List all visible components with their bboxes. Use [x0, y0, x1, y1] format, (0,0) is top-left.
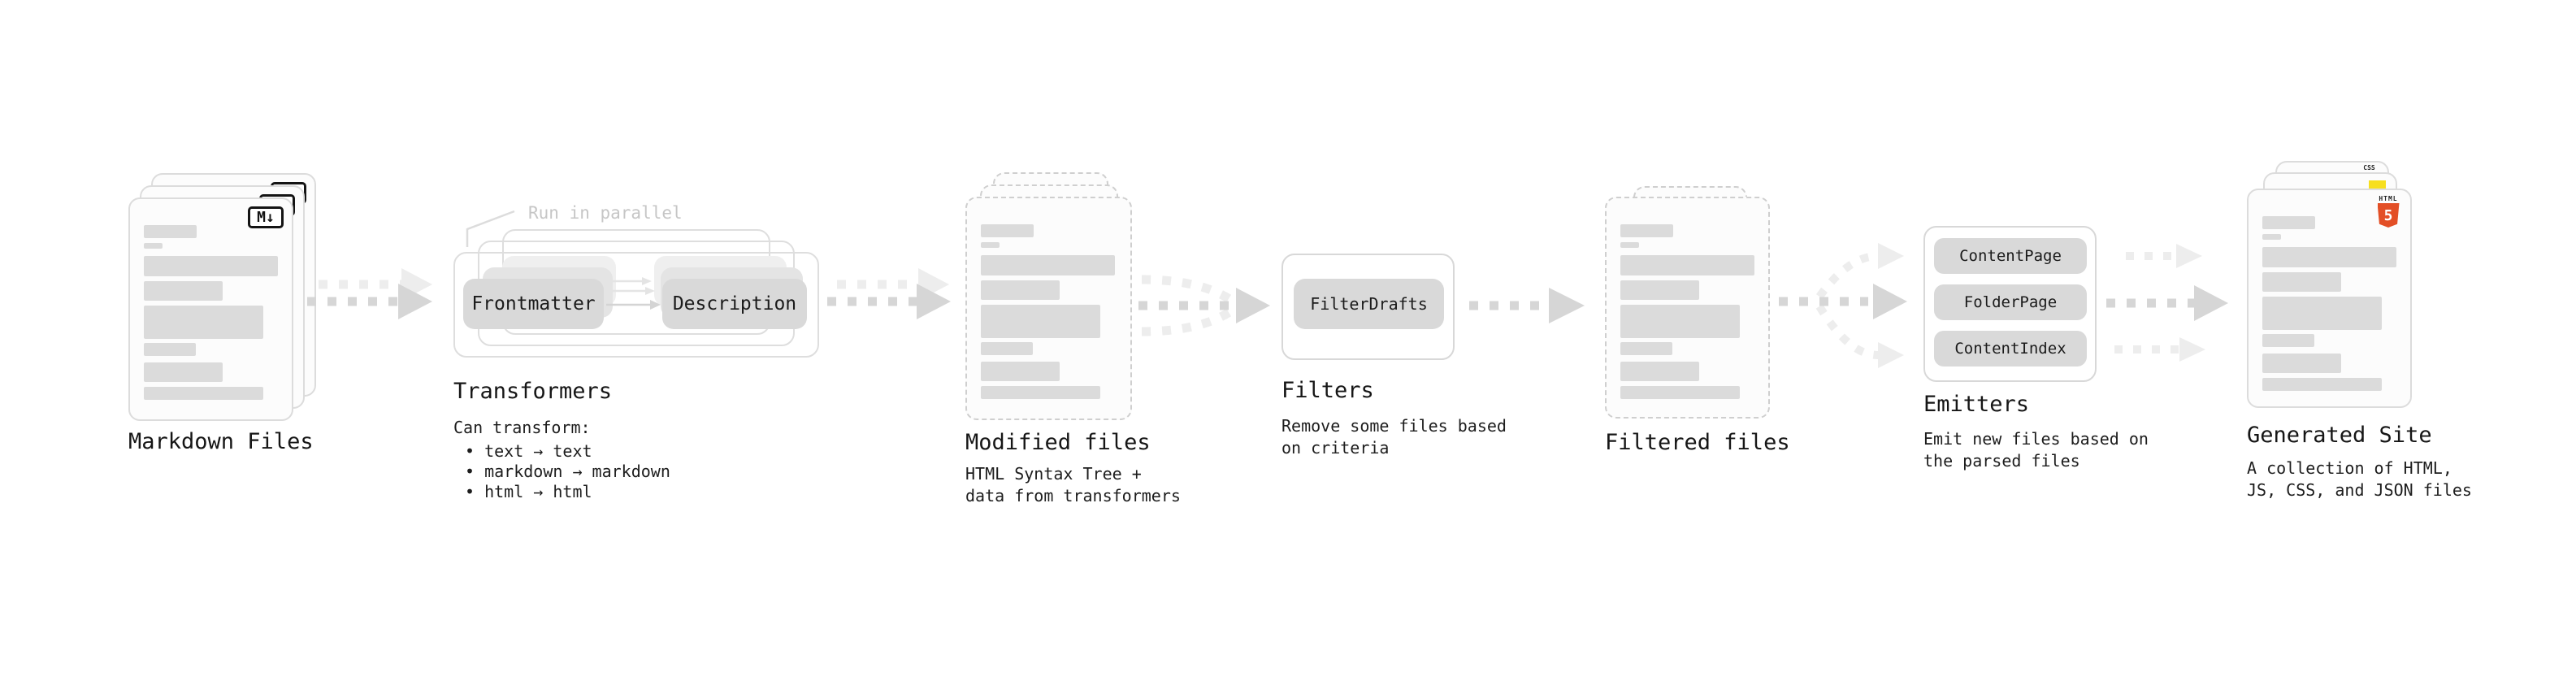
flow-arrow-filtered-to-emitters	[1779, 243, 1907, 368]
stage-label-transformers: Transformers	[453, 379, 613, 404]
text-line-placeholder	[2262, 354, 2341, 373]
text-line-placeholder	[144, 387, 263, 400]
modified-file-card-front	[965, 197, 1132, 420]
text-line-placeholder	[144, 281, 223, 301]
text-line-placeholder	[144, 362, 223, 382]
stage-label-markdown-files: Markdown Files	[128, 429, 314, 454]
generated-site-desc: A collection of HTML, JS, CSS, and JSON …	[2247, 458, 2472, 500]
text-line-placeholder	[1620, 362, 1699, 381]
text-line-placeholder	[1620, 255, 1754, 275]
markdown-icon: M↓	[248, 206, 284, 228]
emitter-pill-contentpage: ContentPage	[1934, 238, 2087, 274]
modified-files-desc: HTML Syntax Tree + data from transformer…	[965, 464, 1181, 505]
text-line-placeholder	[981, 362, 1060, 381]
text-line-placeholder	[144, 306, 263, 339]
js-icon	[2369, 180, 2386, 191]
stage-label-filtered-files: Filtered files	[1605, 430, 1790, 455]
flow-arrow-filters-to-filtered	[1469, 288, 1585, 323]
text-line-placeholder	[981, 255, 1115, 275]
text-line-placeholder	[2262, 297, 2382, 330]
transform-capability-item: • markdown → markdown	[465, 462, 670, 481]
transformer-pill-frontmatter: Frontmatter	[463, 279, 604, 329]
run-in-parallel-note: Run in parallel	[528, 203, 683, 223]
html5-icon-text: HTML	[2379, 195, 2398, 202]
stage-label-generated-site: Generated Site	[2247, 423, 2432, 448]
text-line-placeholder	[2262, 247, 2396, 267]
text-line-placeholder	[1620, 224, 1673, 237]
transformer-pill-description: Description	[662, 279, 807, 329]
text-line-placeholder	[981, 280, 1060, 300]
html5-icon: HTML 5	[2375, 195, 2401, 228]
emitter-pill-folderpage: FolderPage	[1934, 284, 2087, 320]
text-line-placeholder	[144, 225, 197, 238]
flow-arrow-markdown-to-transformers	[307, 268, 432, 319]
text-line-placeholder	[1620, 242, 1639, 248]
transform-capability-item: • text → text	[465, 441, 592, 461]
text-line-placeholder	[2262, 234, 2281, 240]
text-line-placeholder	[1620, 280, 1699, 300]
stage-label-emitters: Emitters	[1923, 392, 2030, 417]
emitters-desc: Emit new files based on the parsed files	[1923, 429, 2149, 471]
text-line-placeholder	[981, 224, 1034, 237]
transform-capabilities-list: • text → text • markdown → markdown • ht…	[465, 441, 670, 502]
text-line-placeholder	[144, 256, 278, 276]
generated-file-card-html: HTML 5	[2247, 189, 2412, 408]
css-icon-text: CSS	[2363, 164, 2375, 171]
text-line-placeholder	[2262, 378, 2382, 391]
filters-desc: Remove some files based on criteria	[1281, 416, 1507, 458]
run-in-parallel-callout-line	[466, 210, 515, 247]
text-line-placeholder	[2262, 334, 2314, 347]
emitter-pill-contentindex: ContentIndex	[1934, 331, 2087, 367]
transformer-run-box-front	[453, 252, 819, 358]
text-line-placeholder	[981, 342, 1033, 355]
text-line-placeholder	[981, 386, 1100, 399]
flow-arrow-emitters-to-generated	[2106, 244, 2228, 362]
text-line-placeholder	[1620, 305, 1740, 338]
text-line-placeholder	[144, 243, 163, 249]
text-line-placeholder	[2262, 272, 2341, 292]
transform-capability-item: • html → html	[465, 482, 592, 501]
filter-pill-filterdrafts: FilterDrafts	[1294, 279, 1444, 329]
text-line-placeholder	[1620, 342, 1672, 355]
text-line-placeholder	[144, 343, 196, 356]
markdown-file-card-front: M↓	[128, 197, 293, 421]
filtered-file-card-front	[1605, 197, 1770, 419]
text-line-placeholder	[981, 242, 1000, 248]
flow-arrow-modified-to-filters	[1138, 275, 1270, 336]
text-line-placeholder	[1620, 386, 1740, 399]
html5-icon-shield: 5	[2377, 203, 2400, 228]
flow-arrow-transformers-to-modified	[827, 268, 951, 319]
stage-label-filters: Filters	[1281, 378, 1374, 403]
stage-label-modified-files: Modified files	[965, 430, 1151, 455]
text-line-placeholder	[2262, 216, 2315, 229]
html5-icon-five: 5	[2383, 206, 2393, 224]
markdown-icon-glyph: M↓	[257, 209, 275, 226]
transform-arrows	[606, 277, 661, 310]
text-line-placeholder	[981, 305, 1100, 338]
transformers-desc-title: Can transform:	[453, 418, 591, 437]
